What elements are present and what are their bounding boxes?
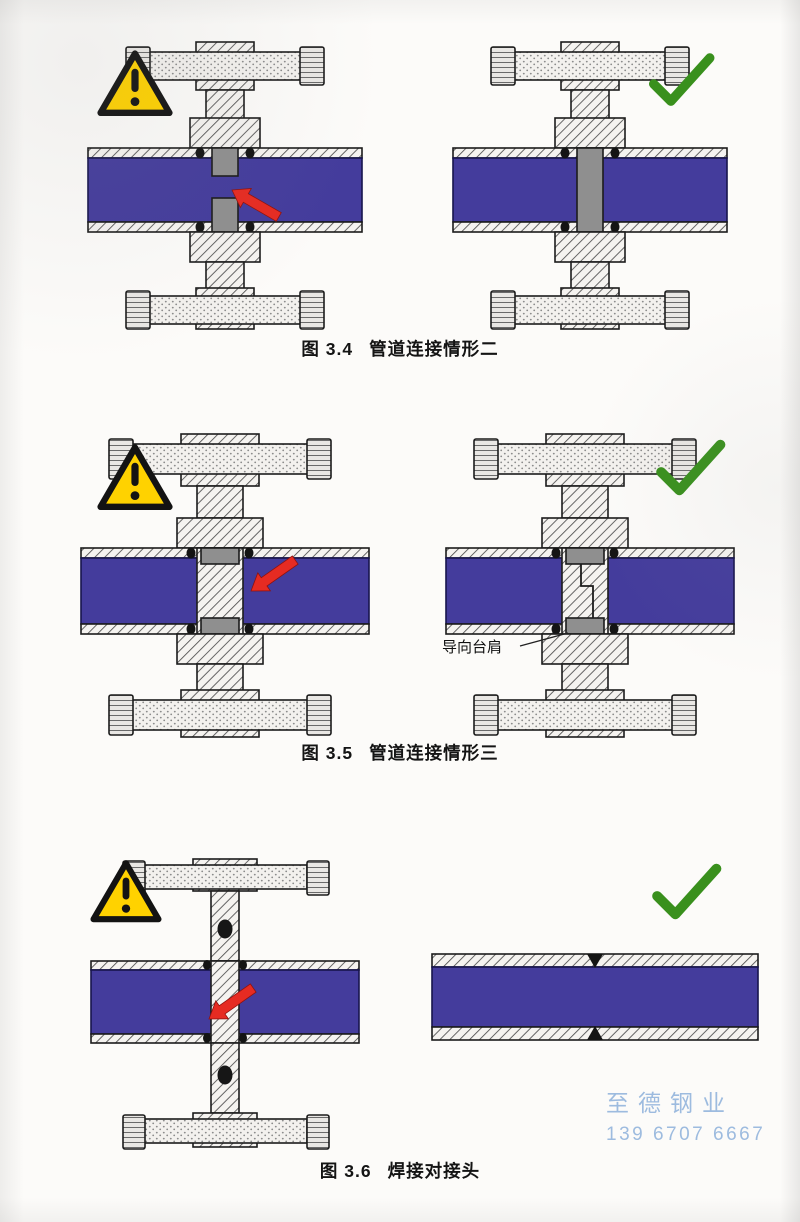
ferrule-blocks — [200, 547, 240, 635]
check-icon — [648, 862, 724, 924]
diagram-3-5-wrong — [80, 433, 370, 738]
diagram-3-6-correct — [431, 953, 759, 1041]
red-arrow-icon — [231, 188, 282, 222]
check-icon — [652, 438, 728, 500]
ferrule-blocks — [565, 547, 605, 635]
top-bolt-assembly — [490, 41, 690, 91]
red-arrow-icon — [208, 983, 257, 1020]
upper-collar — [541, 517, 629, 549]
diagram-3-4-wrong — [87, 41, 363, 330]
guide-shoulder-label: 导向台肩 — [442, 639, 502, 656]
guide-shoulder-callout: 导向台肩 — [442, 632, 569, 656]
butt-welded-pipe — [431, 953, 759, 1041]
lower-collar — [189, 231, 261, 263]
figure-label: 图 3.5 — [301, 743, 354, 763]
upper-collar — [176, 517, 264, 549]
watermark: 至德钢业 139 6707 6667 — [606, 1084, 765, 1146]
upper-neck — [561, 485, 609, 519]
bottom-bolt-assembly — [125, 287, 325, 330]
diagram-3-6-wrong — [90, 858, 360, 1150]
figure-caption-3-6: 图 3.6 焊接对接头 — [0, 1158, 800, 1183]
ferrule-seated — [576, 147, 604, 233]
warning-triangle-icon — [88, 858, 164, 926]
figure-label: 图 3.4 — [301, 339, 354, 359]
seal-dots — [560, 147, 620, 233]
figure-title: 管道连接情形三 — [369, 743, 499, 763]
figure-label: 图 3.6 — [319, 1161, 372, 1181]
upper-collar — [554, 117, 626, 149]
top-bolt-assembly — [122, 858, 330, 896]
bottom-bolt-assembly — [122, 1112, 330, 1150]
seal-dots — [203, 960, 247, 1043]
lower-stem — [570, 261, 610, 293]
red-arrow-icon — [250, 555, 299, 592]
check-icon — [645, 52, 717, 110]
seal-dots — [195, 147, 255, 233]
ferrule-with-gap — [211, 147, 239, 233]
seal-dots — [551, 547, 619, 635]
figure-caption-3-5: 图 3.5 管道连接情形三 — [0, 740, 800, 765]
lower-collar — [554, 231, 626, 263]
lower-neck — [196, 663, 244, 693]
weld-notch-bottom — [587, 1026, 603, 1040]
bottom-bolt-assembly — [473, 689, 697, 738]
upper-neck — [196, 485, 244, 519]
figure-caption-3-4: 图 3.4 管道连接情形二 — [0, 336, 800, 361]
warning-triangle-icon — [95, 442, 175, 514]
upper-collar — [189, 117, 261, 149]
weld-notch-top — [587, 954, 603, 968]
top-bolt-assembly — [473, 433, 697, 487]
bottom-bolt-assembly — [490, 287, 690, 330]
bottom-bolt-assembly — [108, 689, 332, 738]
warning-triangle-icon — [95, 48, 175, 120]
lower-stem — [205, 261, 245, 293]
watermark-company: 至德钢业 — [606, 1090, 734, 1116]
weld-bead-bottom — [217, 1065, 233, 1085]
figure-title: 管道连接情形二 — [369, 339, 499, 359]
watermark-phone: 139 6707 6667 — [606, 1124, 766, 1145]
figure-title: 焊接对接头 — [387, 1161, 481, 1181]
lower-collar — [541, 633, 629, 665]
lower-neck — [561, 663, 609, 693]
diagram-3-4-correct — [452, 41, 728, 330]
weld-bead-top — [217, 919, 233, 939]
lower-collar — [176, 633, 264, 665]
seal-dots — [186, 547, 254, 635]
diagram-3-5-correct: 导向台肩 — [442, 433, 735, 738]
guide-shoulder-step — [580, 564, 594, 618]
